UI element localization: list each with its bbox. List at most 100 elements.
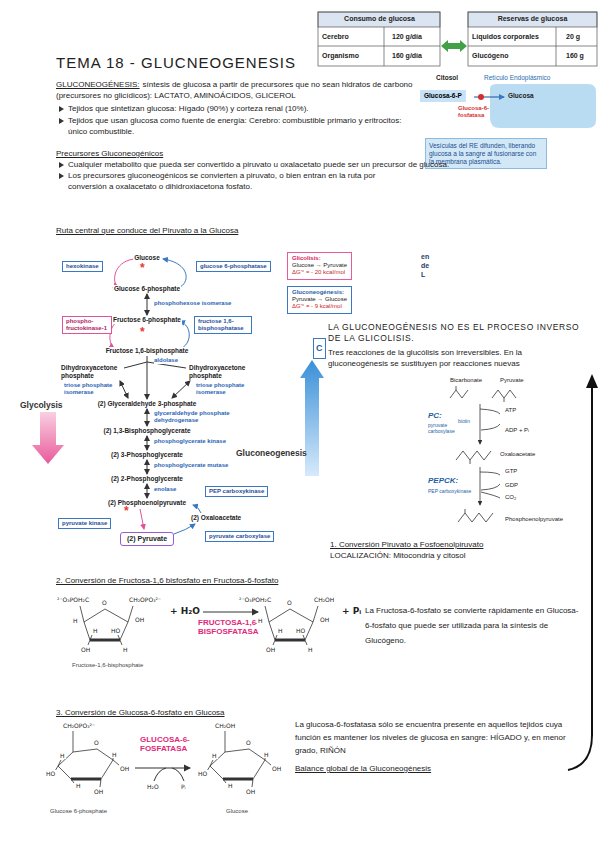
- atom-label: OH: [93, 788, 104, 795]
- page-title: TEMA 18 - GLUCNEOGENESIS: [56, 54, 296, 72]
- arrow-head: [586, 374, 598, 388]
- body-text: Tejidos que sintetizan glucosa: Hígado (…: [68, 104, 413, 115]
- summary-box: Glicolisis:Glucose → PyruvateΔG'° = - 20…: [287, 252, 352, 280]
- atom-label: H: [111, 751, 118, 758]
- figure-label: Bicarbonate: [450, 377, 482, 384]
- metabolite-label: Fructose 6-phosphate: [112, 316, 182, 324]
- metabolite-label: (2) Glyceraldehyde 3-phosphate: [97, 400, 198, 408]
- atom-label: OH: [80, 646, 91, 653]
- consumption-table: [318, 12, 597, 66]
- figure-label: Glucosa: [508, 92, 534, 100]
- drawing-line: [504, 398, 505, 402]
- atom-label: O: [93, 739, 100, 746]
- drawing-path: [480, 472, 500, 475]
- enzyme-box: PEP carboxykinase: [205, 486, 268, 497]
- enzyme-box: pyruvate carboxylase: [205, 531, 274, 542]
- drawing-path: [481, 492, 500, 498]
- atom-label: ²⁻O₃POH₂C: [238, 596, 272, 603]
- enzyme-label: Glucosa-6-fosfatasa: [458, 105, 498, 119]
- drawing-rect: [468, 12, 597, 66]
- enzyme-label: phosphoglycerate kinase: [154, 438, 226, 445]
- reactant-label: + Pᵢ: [342, 606, 361, 617]
- drawing-line: [384, 27, 385, 66]
- metabolite-label: (2) 2-Phosphoglycerate: [110, 475, 184, 483]
- metabolite-box: Glucosa-6-P: [420, 90, 466, 102]
- drawing-line: [80, 606, 84, 622]
- structure-caption: Fructose-1,6-bisphosphate: [72, 662, 143, 669]
- drawing-line: [468, 46, 597, 47]
- drawing-line: [120, 381, 128, 398]
- atom-label: H: [92, 627, 99, 634]
- drawing-path: [115, 259, 134, 287]
- enzyme-label: GLUCOSA-6-FOSFATASA: [140, 735, 202, 753]
- enzyme-label: aldolase: [154, 357, 178, 364]
- body-text: 3. Conversión de Glucosa-6-fosfato en Gl…: [56, 708, 225, 719]
- atom-label: HO: [295, 627, 306, 634]
- drawing-line: [318, 46, 440, 47]
- atom-label: Pᵢ: [180, 783, 187, 790]
- reaction-arrow: [135, 768, 190, 781]
- metabolite-label: Dihydroxyacetone phosphate: [60, 364, 124, 380]
- drawing-line: [118, 635, 120, 640]
- structure-caption: Glucose: [226, 808, 248, 815]
- drawing-rect: [318, 12, 440, 27]
- drawing-line: [147, 294, 148, 315]
- drawing-path: [480, 409, 500, 414]
- table-cell: 120 g/día: [392, 33, 422, 41]
- summary-box: Gluconeogénesis:Pyruvate → GlucoseΔG'° =…: [287, 286, 352, 314]
- metabolite-label: (2) 1,3-Bisphosphoglycerate: [102, 427, 191, 435]
- drawing-line: [100, 779, 101, 787]
- drawing-line: [223, 778, 253, 781]
- figure-label: Phosphoenolpyruvate: [505, 516, 563, 523]
- drawing-line: [313, 606, 318, 622]
- enzyme-box: phospho-fructokinase-1: [62, 316, 112, 334]
- drawing-path: [174, 524, 195, 534]
- table-cell: 160 g/día: [392, 52, 422, 60]
- drawing-line: [147, 484, 148, 498]
- figure-label: ATP: [505, 407, 516, 414]
- drawing-circle: [478, 94, 484, 100]
- drawing-path: [163, 259, 186, 287]
- drawing-polyline: [456, 451, 491, 460]
- enzyme-label: triose phosphate isomerase: [196, 382, 251, 396]
- node-text: pyruvate carboxylase: [209, 533, 270, 540]
- atom-label: H: [75, 782, 82, 789]
- atom-label: HO: [110, 627, 121, 634]
- enzyme-label: biotin: [458, 418, 470, 424]
- enzyme-label: triose phosphate isomerase: [64, 382, 116, 396]
- figure-label: Pyruvate: [500, 377, 524, 384]
- body-text: Ruta central que conduce del Piruvato a …: [56, 226, 238, 237]
- drawing-line: [147, 409, 148, 426]
- irreversible-mark: *: [124, 505, 129, 517]
- figure-label: ADP + Pᵢ: [505, 427, 529, 434]
- table-cell: Cerebro: [322, 33, 349, 41]
- drawing-line: [275, 639, 305, 642]
- table-cell: Glucógeno: [472, 52, 509, 60]
- body-text: LOCALIZACIÓN: Mitocondria y citosol: [330, 551, 466, 562]
- irreversible-mark: *: [140, 326, 145, 338]
- enzyme-abbrev: PEPCK:: [428, 476, 458, 486]
- atom-label: H: [72, 617, 79, 624]
- drawing-line: [456, 386, 457, 390]
- enzyme-box: pyruvate kinase: [58, 518, 111, 529]
- node-text: PEP carboxykinase: [209, 488, 264, 495]
- body-text: Cualquier metabolito que pueda ser conve…: [68, 160, 593, 171]
- figure-label: Oxaloacetate: [500, 451, 535, 458]
- node-text: (2) Pyruvate: [127, 535, 167, 543]
- atom-label: CH₂OH: [214, 722, 236, 729]
- node-text: C: [316, 343, 323, 354]
- drawing-line: [140, 509, 144, 529]
- drawing-line: [88, 640, 90, 645]
- enzyme-box: hexokinase: [62, 261, 103, 272]
- drawing-line: [71, 779, 74, 783]
- atom-label: H: [263, 751, 270, 758]
- node-text: Pyruvate → Glucose: [292, 296, 347, 303]
- glycolysis-arrow: [32, 412, 64, 464]
- drawing-line: [71, 778, 101, 781]
- pathway-label: Gluconeogenesis: [236, 448, 307, 458]
- text-fragment: en: [421, 253, 429, 261]
- drawing-line: [470, 460, 471, 464]
- enzyme-abbrev: PC:: [428, 411, 442, 421]
- irreversible-mark: *: [140, 262, 145, 274]
- drawing-line: [556, 27, 557, 66]
